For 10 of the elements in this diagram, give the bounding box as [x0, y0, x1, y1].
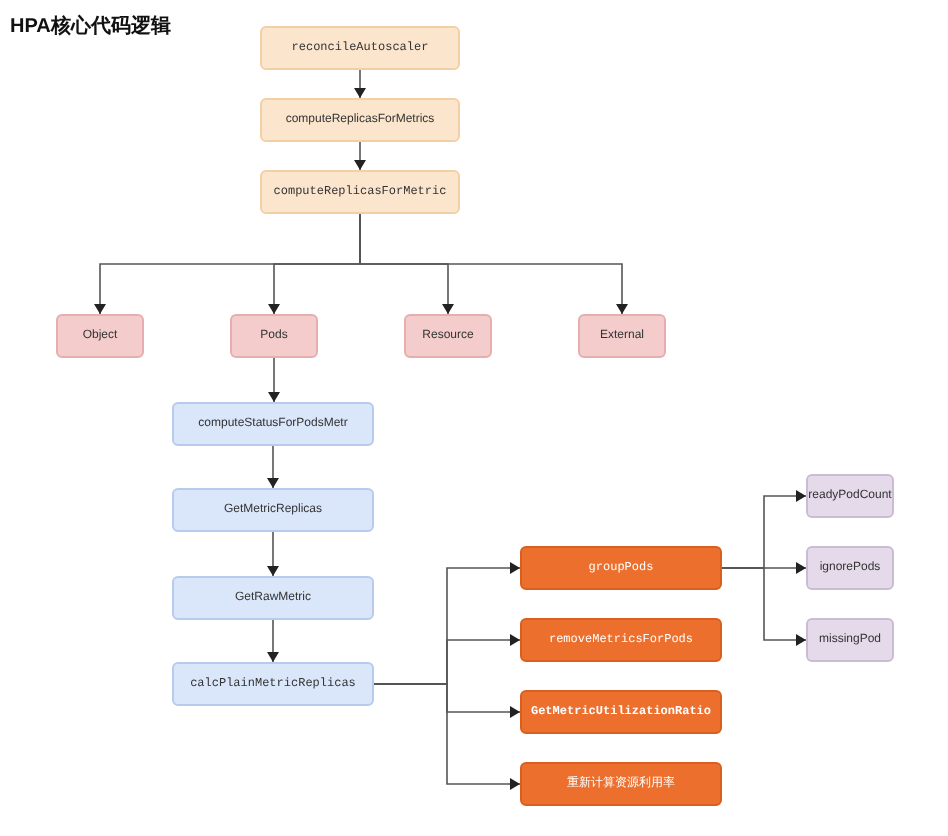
- arrow: [267, 445, 279, 489]
- arrow: [354, 69, 366, 99]
- title: HPA核心代码逻辑: [10, 12, 171, 40]
- arrow: [721, 567, 807, 646]
- arrow: [359, 213, 628, 315]
- arrow: [267, 619, 279, 663]
- arrow: [268, 357, 280, 403]
- arrow: [354, 141, 366, 171]
- arrow: [373, 683, 521, 790]
- arrow: [267, 531, 279, 577]
